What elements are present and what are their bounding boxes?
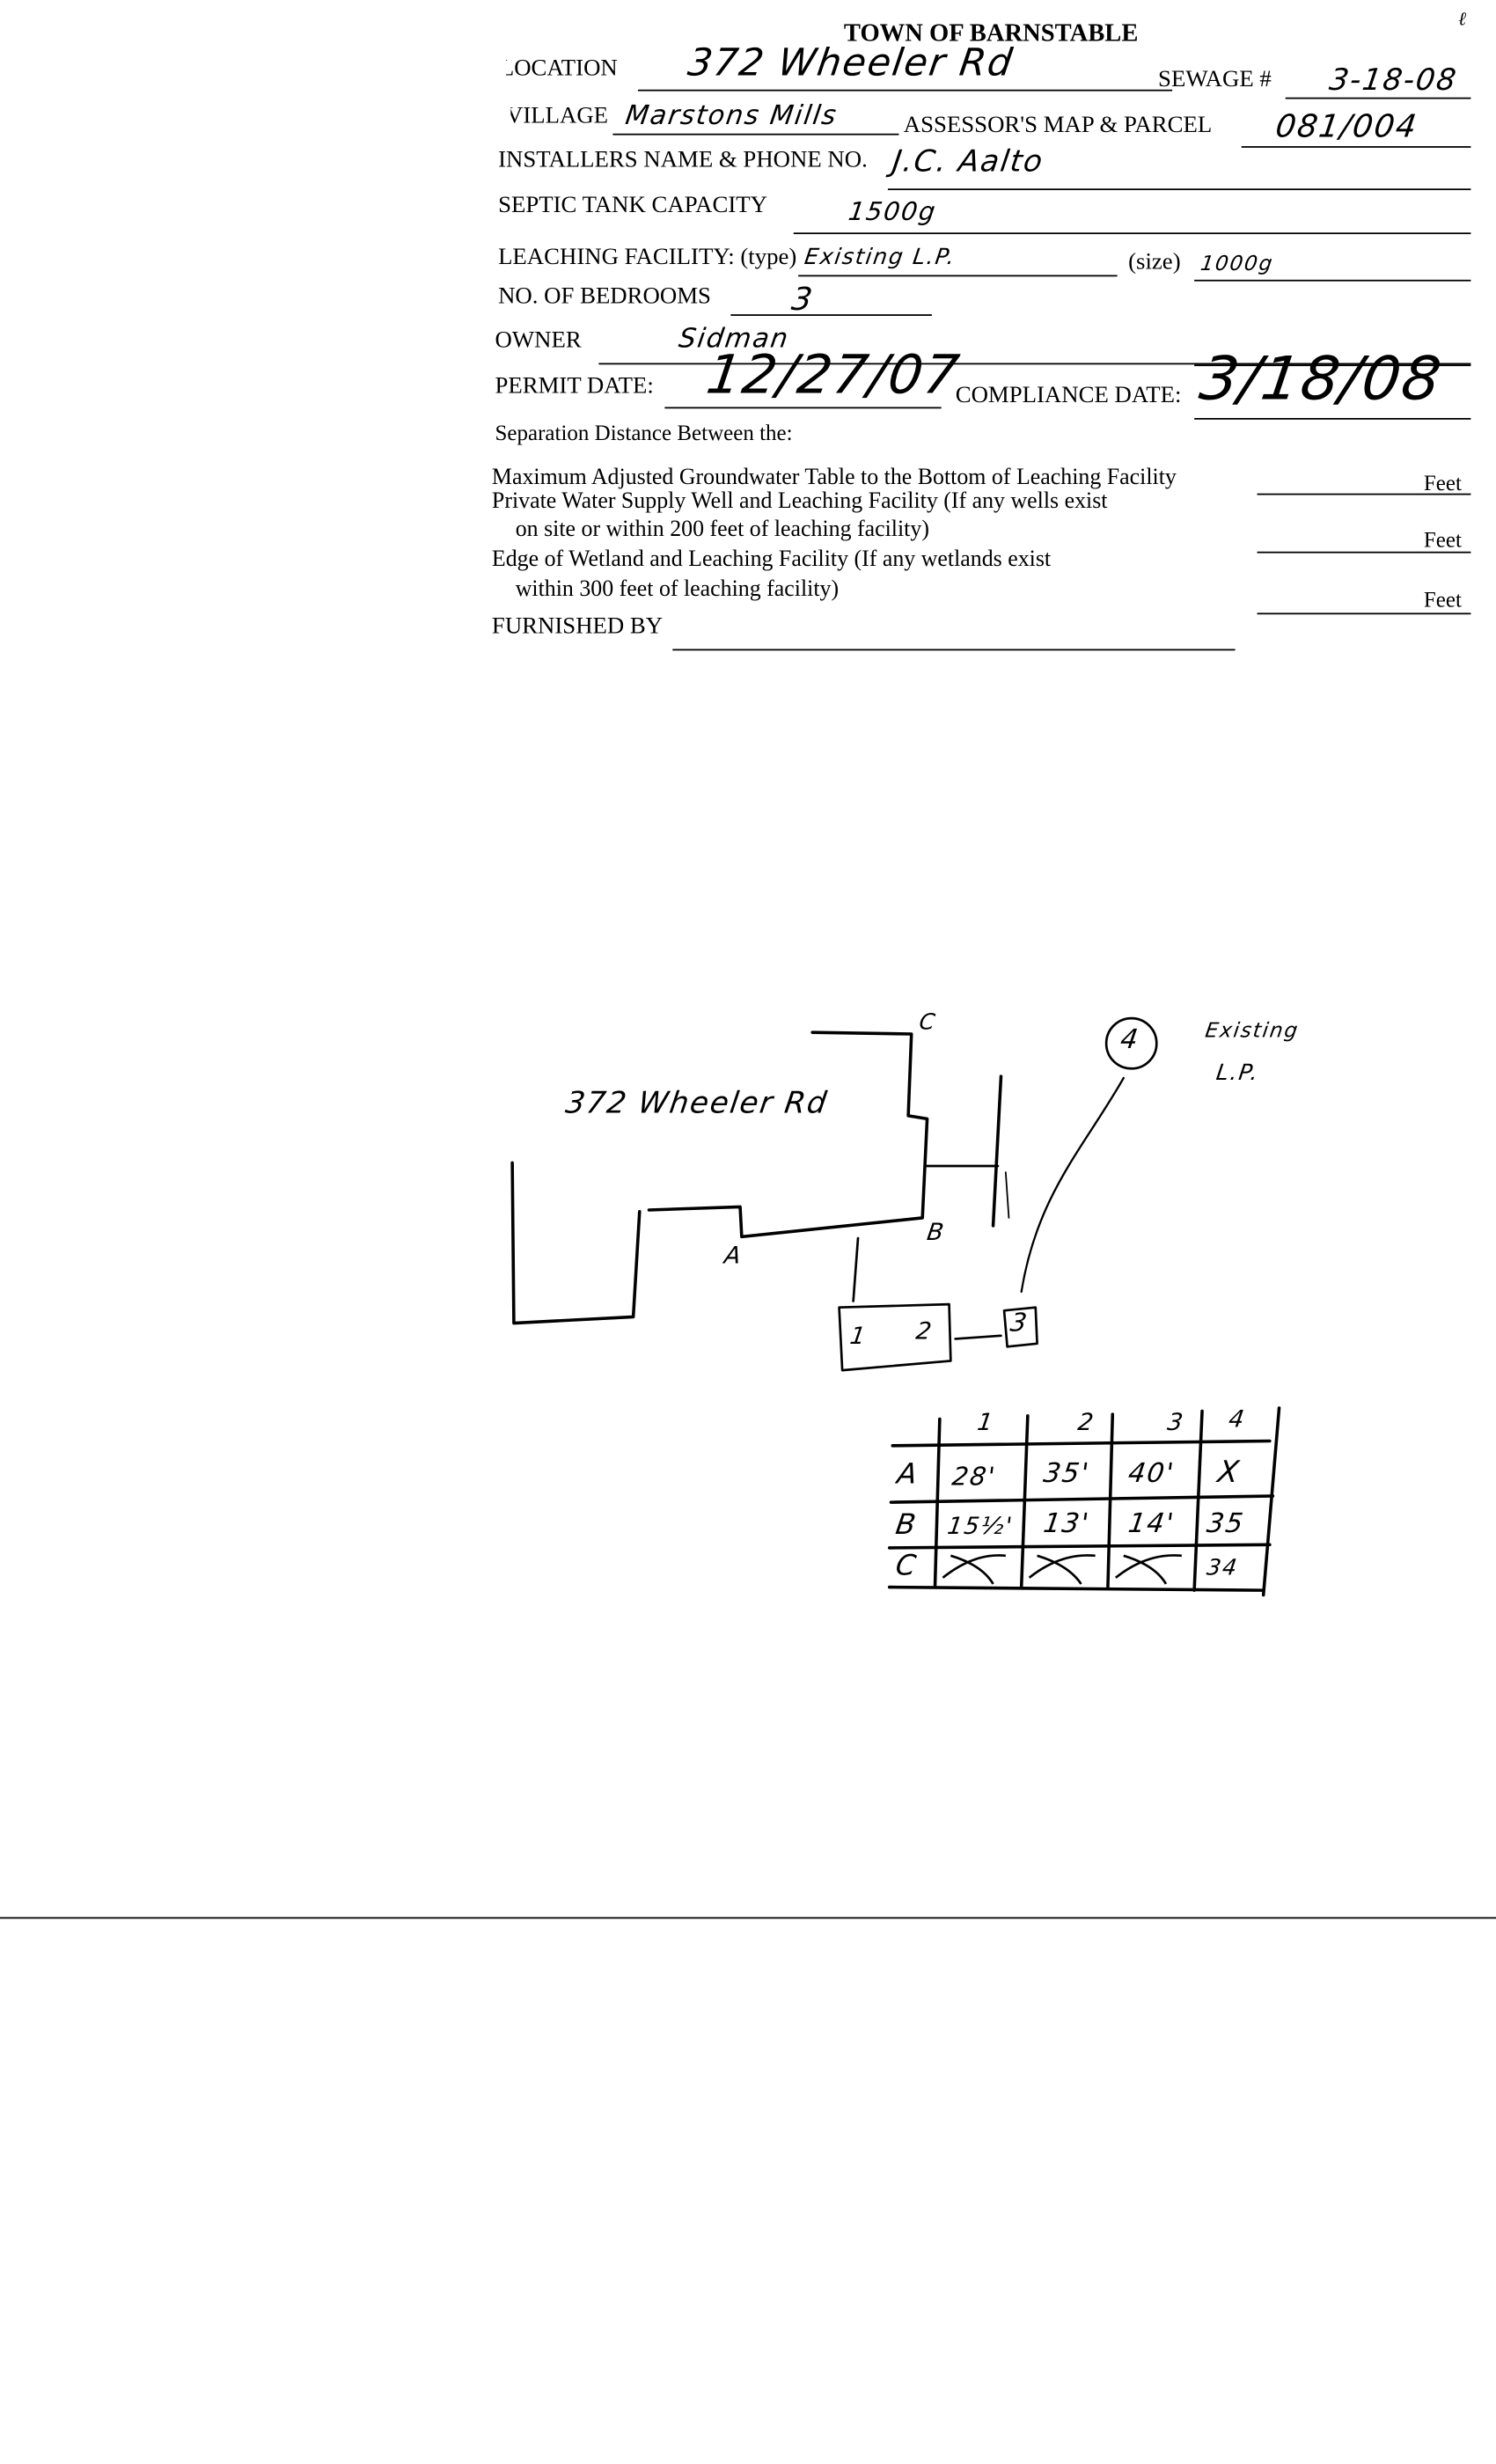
permit-date-line [664, 407, 942, 409]
location-line [637, 89, 1173, 92]
village-label-wrap: VILLAGE [510, 104, 611, 132]
assessor-label: ASSESSOR'S MAP & PARCEL [903, 113, 1213, 139]
boundary-line [991, 1074, 1003, 1228]
circle-4 [1104, 1016, 1158, 1070]
form-title: TOWN OF BARNSTABLE [843, 20, 1139, 48]
table-cell: 34 [1205, 1555, 1240, 1581]
furnished-line[interactable] [672, 649, 1236, 651]
wetland-line2: within 300 feet of leaching facility) [515, 576, 840, 602]
table-cell: 14' [1126, 1508, 1177, 1540]
col-header-2: 2 [1075, 1407, 1097, 1437]
compliance-date-line [1194, 417, 1471, 420]
row-label-a: A [895, 1458, 921, 1492]
bedrooms-label: NO. OF BEDROOMS [498, 284, 711, 310]
sewage-line [1285, 97, 1471, 99]
well-feet: Feet [1423, 529, 1462, 554]
wetland-line1: Edge of Wetland and Leaching Facility (I… [491, 546, 1052, 572]
col-header-4: 4 [1227, 1404, 1248, 1434]
well-line2: on site or within 200 feet of leaching f… [515, 517, 929, 543]
wetland-feet: Feet [1423, 589, 1462, 613]
installer-line [887, 188, 1471, 191]
pipe-line [852, 1236, 860, 1302]
compliance-top-line [1194, 364, 1471, 367]
tank-connector [954, 1334, 1002, 1340]
location-label-wrap: LOCATION [506, 56, 632, 84]
table-cell: 15½' [945, 1511, 1016, 1540]
well-line1: Private Water Supply Well and Leaching F… [491, 488, 1108, 514]
village-line [612, 133, 899, 136]
table-cell: 35' [1041, 1458, 1092, 1490]
table-cell: 40' [1126, 1458, 1177, 1490]
col-header-1: 1 [975, 1407, 996, 1437]
table-cell: 13' [1041, 1508, 1092, 1540]
table-cell: 35 [1205, 1508, 1247, 1540]
box-3 [1002, 1306, 1038, 1348]
leaching-type-line [798, 275, 1118, 277]
corner-mark: ℓ [1458, 7, 1467, 30]
assessor-line [1241, 146, 1471, 148]
septic-line [793, 232, 1471, 235]
permit-date-label: PERMIT DATE: [495, 373, 654, 400]
page-divider [0, 1917, 1496, 1919]
owner-line [598, 363, 1471, 365]
house-outline [647, 1030, 929, 1239]
row-label-c: C [893, 1549, 920, 1583]
wetland-blank[interactable] [1257, 612, 1471, 615]
house-outline-left [510, 1161, 642, 1325]
location-label: LOCATION [505, 56, 618, 82]
well-blank[interactable] [1257, 551, 1471, 554]
groundwater-blank[interactable] [1257, 493, 1471, 495]
groundwater-line: Maximum Adjusted Groundwater Table to th… [491, 465, 1177, 491]
row-label-b: B [893, 1508, 920, 1542]
separation-heading: Separation Distance Between the: [495, 422, 793, 447]
leaching-label: LEACHING FACILITY: (type) [498, 245, 797, 271]
septic-label: SEPTIC TANK CAPACITY [498, 193, 768, 219]
sewage-label: SEWAGE # [1158, 67, 1272, 93]
size-label: (size) [1128, 249, 1181, 275]
leader-line [1020, 1076, 1125, 1294]
owner-label: OWNER [495, 328, 582, 354]
col-header-3: 3 [1165, 1407, 1186, 1437]
bedrooms-line [730, 314, 932, 316]
table-cell: 28' [950, 1461, 999, 1492]
installer-label: INSTALLERS NAME & PHONE NO. [498, 147, 868, 173]
village-label: VILLAGE [510, 103, 609, 129]
groundwater-feet: Feet [1423, 473, 1462, 497]
table-cell: X [1215, 1455, 1243, 1490]
furnished-label: FURNISHED BY [491, 614, 664, 640]
tank-box [838, 1302, 952, 1372]
x-marks [942, 1554, 1182, 1585]
size-line [1194, 279, 1471, 282]
compliance-date-label: COMPLIANCE DATE: [955, 383, 1182, 409]
